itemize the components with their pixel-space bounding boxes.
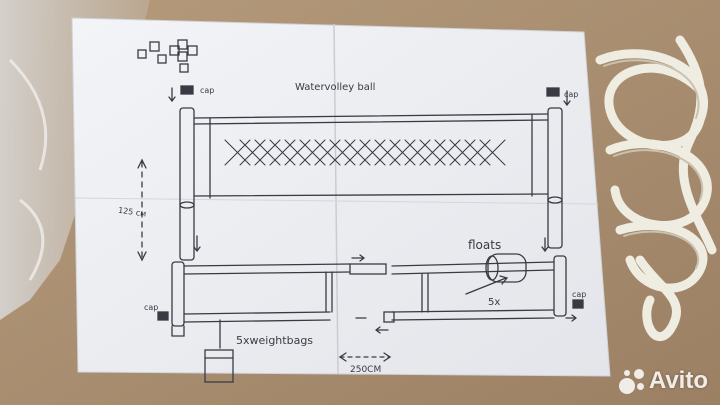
paper-fold-vertical [333,23,339,375]
cap-label-top-left: cap [200,86,214,95]
cap-label-top-right: cap [564,90,578,99]
height-label: 125 см [118,206,147,219]
rope-coil [595,35,717,341]
weight-bags-label: 5xweightbags [236,334,313,347]
avito-brand-text: Avito [648,367,708,394]
sketch-drawing [137,39,584,383]
width-label: 250CM [350,365,381,375]
cap-label-bottom-right: cap [572,290,586,299]
paper-fold-horizontal [74,197,599,205]
cap-label-bottom-left: cap [144,303,158,312]
floats-label: floats [468,238,501,252]
floats-count-label: 5x [488,297,500,308]
rope-coil-shadow [603,59,704,269]
plastic-bag-fold [8,58,48,281]
sketch-title: Watervolley ball [295,82,375,93]
avito-logo-icon [618,368,645,394]
avito-watermark: Avito [618,367,708,395]
paper-sheet [71,17,611,377]
